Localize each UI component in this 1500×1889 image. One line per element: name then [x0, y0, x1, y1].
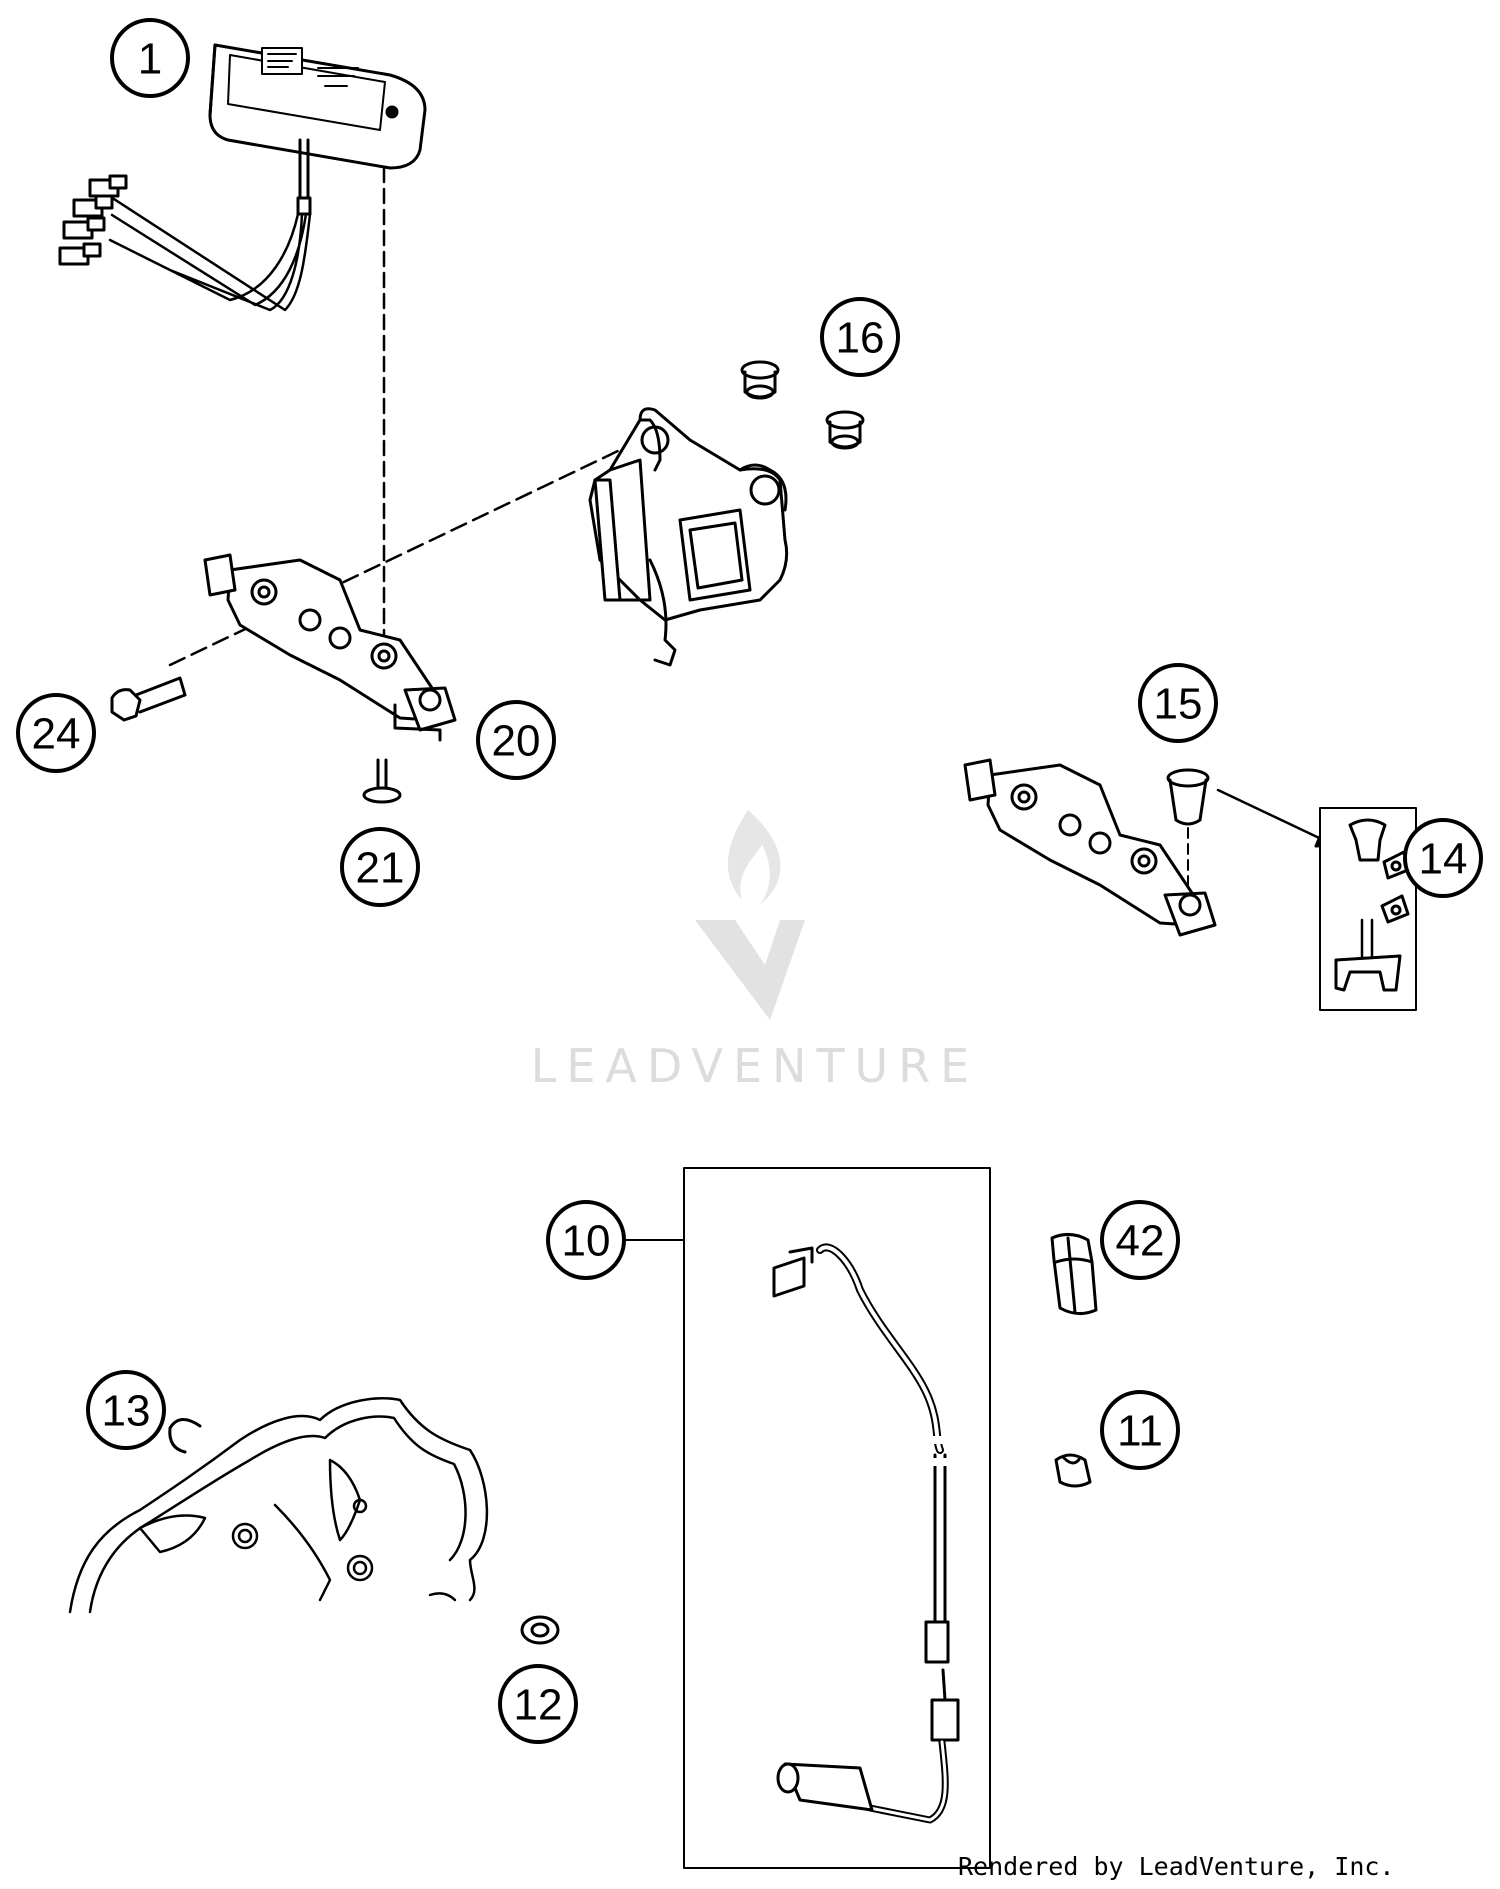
watermark-text: LEADVENTURE — [531, 1039, 980, 1093]
callout-42: 42 — [1100, 1200, 1180, 1280]
part-dashboard-display — [58, 43, 427, 312]
render-credit: Rendered by LeadVenture, Inc. — [958, 1852, 1395, 1881]
callout-15: 15 — [1138, 663, 1218, 743]
part-circlip-13 — [168, 1418, 202, 1454]
part-kit-box-14 — [1319, 807, 1417, 1011]
callout-13: 13 — [86, 1370, 166, 1450]
callout-label: 10 — [562, 1217, 611, 1266]
callout-label: 20 — [492, 717, 541, 766]
callout-21: 21 — [340, 827, 420, 907]
callout-label: 11 — [1117, 1407, 1163, 1456]
callout-label: 13 — [102, 1387, 151, 1436]
part-grommets — [740, 360, 865, 450]
callout-label: 24 — [32, 710, 81, 759]
callout-16: 16 — [820, 297, 900, 377]
part-cable-clip-11 — [1054, 1453, 1092, 1488]
leader-dashed-diagonal — [168, 448, 622, 667]
part-screw-21 — [362, 758, 402, 804]
callout-12: 12 — [498, 1664, 578, 1744]
callout-label: 14 — [1419, 835, 1468, 884]
part-dashboard-holder — [588, 407, 789, 667]
callout-24: 24 — [16, 693, 96, 773]
callout-label: 12 — [514, 1681, 563, 1730]
callout-label: 1 — [138, 35, 162, 84]
callout-14: 14 — [1403, 818, 1483, 898]
part-clip-42 — [1050, 1233, 1098, 1315]
callout-label: 15 — [1154, 680, 1203, 729]
callout-20: 20 — [476, 700, 556, 780]
part-bolt-24 — [110, 676, 187, 722]
leadventure-watermark-logo: LEADVENTURE — [531, 810, 980, 1093]
callout-10: 10 — [546, 1200, 626, 1280]
callout-label: 16 — [836, 314, 885, 363]
callout-1: 1 — [110, 18, 190, 98]
part-mounting-bracket — [203, 553, 457, 742]
part-bracket-right — [963, 758, 1217, 937]
callout-label: 21 — [356, 844, 405, 893]
part-sensor-cable-10 — [683, 1167, 991, 1869]
part-engine-cover-outline — [68, 1396, 489, 1614]
part-seal-12 — [520, 1615, 560, 1645]
callout-label: 42 — [1116, 1217, 1165, 1266]
part-insert-15 — [1166, 768, 1210, 891]
leader-arrow-14 — [1216, 788, 1336, 847]
callout-11: 11 — [1100, 1390, 1180, 1470]
